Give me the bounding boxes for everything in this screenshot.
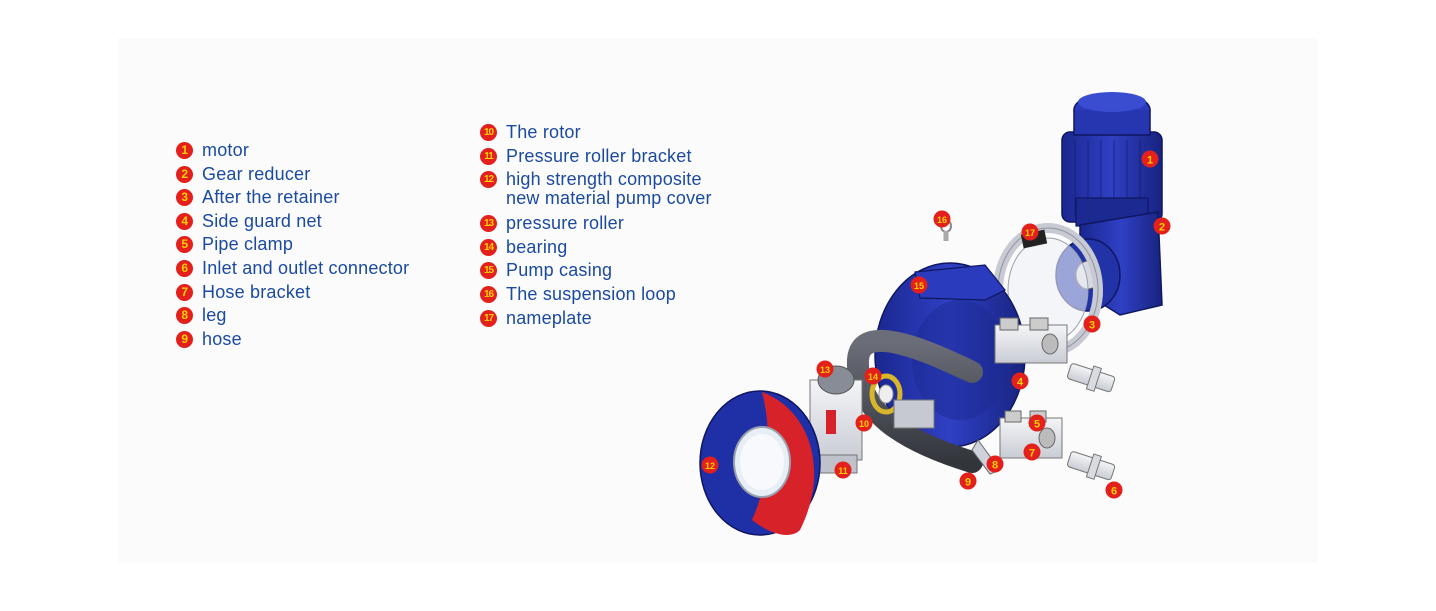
motor-part: [1061, 92, 1163, 227]
number-badge: 11: [480, 147, 497, 165]
legend-item: 13 pressure roller: [480, 212, 712, 236]
legend-item: 3 After the retainer: [176, 186, 409, 210]
number-badge: 9: [176, 330, 193, 348]
legend-item: 7 Hose bracket: [176, 281, 409, 305]
legend-label: Side guard net: [202, 210, 322, 231]
legend-label: Pipe clamp: [202, 234, 294, 255]
callout-9: 9: [959, 472, 977, 490]
number-badge: 7: [176, 283, 193, 301]
legend-label: hose: [202, 328, 242, 349]
legend-item: 5 Pipe clamp: [176, 233, 409, 257]
legend-item: 10 The rotor: [480, 121, 712, 145]
rotor-part: [893, 399, 935, 429]
svg-text:17: 17: [1025, 228, 1035, 238]
legend-label: motor: [202, 140, 250, 160]
callout-12: 12: [701, 456, 719, 474]
legend-label: Gear reducer: [202, 163, 311, 184]
legend-label: The rotor: [506, 122, 581, 142]
svg-text:10: 10: [859, 419, 869, 429]
callout-10: 10: [855, 414, 873, 432]
legend-label: Hose bracket: [202, 281, 311, 302]
svg-text:12: 12: [705, 461, 715, 471]
callout-11: 11: [834, 461, 852, 479]
number-badge: 8: [176, 307, 193, 325]
legend-item: 12 high strength composite new material p…: [480, 168, 712, 212]
svg-text:13: 13: [820, 365, 830, 375]
svg-text:5: 5: [1034, 419, 1040, 431]
hose-part: [846, 330, 983, 473]
svg-text:6: 6: [1111, 486, 1117, 498]
callout-17: 17: [1021, 223, 1039, 241]
svg-text:8: 8: [992, 460, 998, 472]
number-badge: 12: [480, 171, 497, 189]
svg-text:15: 15: [914, 281, 924, 291]
number-badge: 14: [480, 238, 497, 256]
number-badge: 10: [480, 124, 497, 141]
callout-7: 7: [1023, 443, 1041, 461]
svg-text:7: 7: [1029, 448, 1035, 460]
legend-label: nameplate: [506, 307, 592, 328]
callout-14: 14: [864, 367, 882, 385]
svg-text:16: 16: [937, 215, 947, 225]
pump-cover-part: [699, 390, 821, 536]
legend-item: 14 bearing: [480, 236, 712, 260]
number-badge: 15: [480, 262, 497, 280]
legend-label: Pump casing: [506, 260, 613, 281]
number-badge: 2: [176, 165, 193, 183]
legend-label: Inlet and outlet connector: [202, 257, 410, 278]
svg-text:3: 3: [1089, 320, 1095, 332]
legend-label: After the retainer: [202, 187, 340, 208]
callout-1: 1: [1141, 150, 1159, 168]
svg-text:2: 2: [1159, 222, 1165, 234]
svg-text:4: 4: [1017, 377, 1024, 389]
legend-item: 1 motor: [176, 139, 409, 163]
number-badge: 17: [480, 309, 497, 327]
legend-item: 16 The suspension loop: [480, 283, 712, 307]
callout-2: 2: [1153, 217, 1171, 235]
legend-label: leg: [202, 305, 227, 326]
legend-label: bearing: [506, 236, 568, 257]
legend-item: 11 Pressure roller bracket: [480, 145, 712, 169]
inlet-outlet-connector-part: [1066, 363, 1116, 481]
legend-list-right: 10 The rotor 11 Pressure roller bracket 12…: [480, 121, 712, 330]
number-badge: 1: [176, 142, 193, 159]
bearing-part: [869, 373, 903, 415]
legend-item: 4 Side guard net: [176, 210, 409, 234]
callout-3: 3: [1083, 315, 1101, 333]
number-badge: 16: [480, 285, 497, 303]
callout-6: 6: [1105, 481, 1123, 499]
legend-item: 2 Gear reducer: [176, 163, 409, 187]
number-badge: 13: [480, 215, 497, 233]
svg-text:1: 1: [1147, 155, 1153, 167]
side-guard-net-part: [994, 317, 1068, 364]
legend-item: 6 Inlet and outlet connector: [176, 257, 409, 281]
callout-13: 13: [816, 360, 834, 378]
callout-5: 5: [1028, 414, 1046, 432]
legend-item: 17 nameplate: [480, 307, 712, 331]
callout-4: 4: [1011, 372, 1029, 390]
number-badge: 4: [176, 212, 193, 230]
callout-8: 8: [986, 455, 1004, 473]
legend-label: Pressure roller bracket: [506, 145, 692, 166]
legend-label: The suspension loop: [506, 283, 676, 304]
number-badge: 3: [176, 189, 193, 207]
svg-text:9: 9: [965, 477, 971, 489]
legend-item: 9 hose: [176, 328, 409, 352]
callout-15: 15: [910, 276, 928, 294]
svg-text:14: 14: [868, 372, 878, 382]
number-badge: 6: [176, 259, 193, 277]
legend-item: 15 Pump casing: [480, 259, 712, 283]
callout-16: 16: [933, 210, 951, 228]
svg-text:11: 11: [838, 466, 848, 476]
legend-label: high strength composite new material pum…: [506, 169, 712, 209]
number-badge: 5: [176, 236, 193, 254]
legend-list-left: 1 motor 2 Gear reducer 3 After the retainer…: [176, 139, 409, 351]
legend-item: 8 leg: [176, 304, 409, 328]
legend-label: pressure roller: [506, 213, 625, 234]
